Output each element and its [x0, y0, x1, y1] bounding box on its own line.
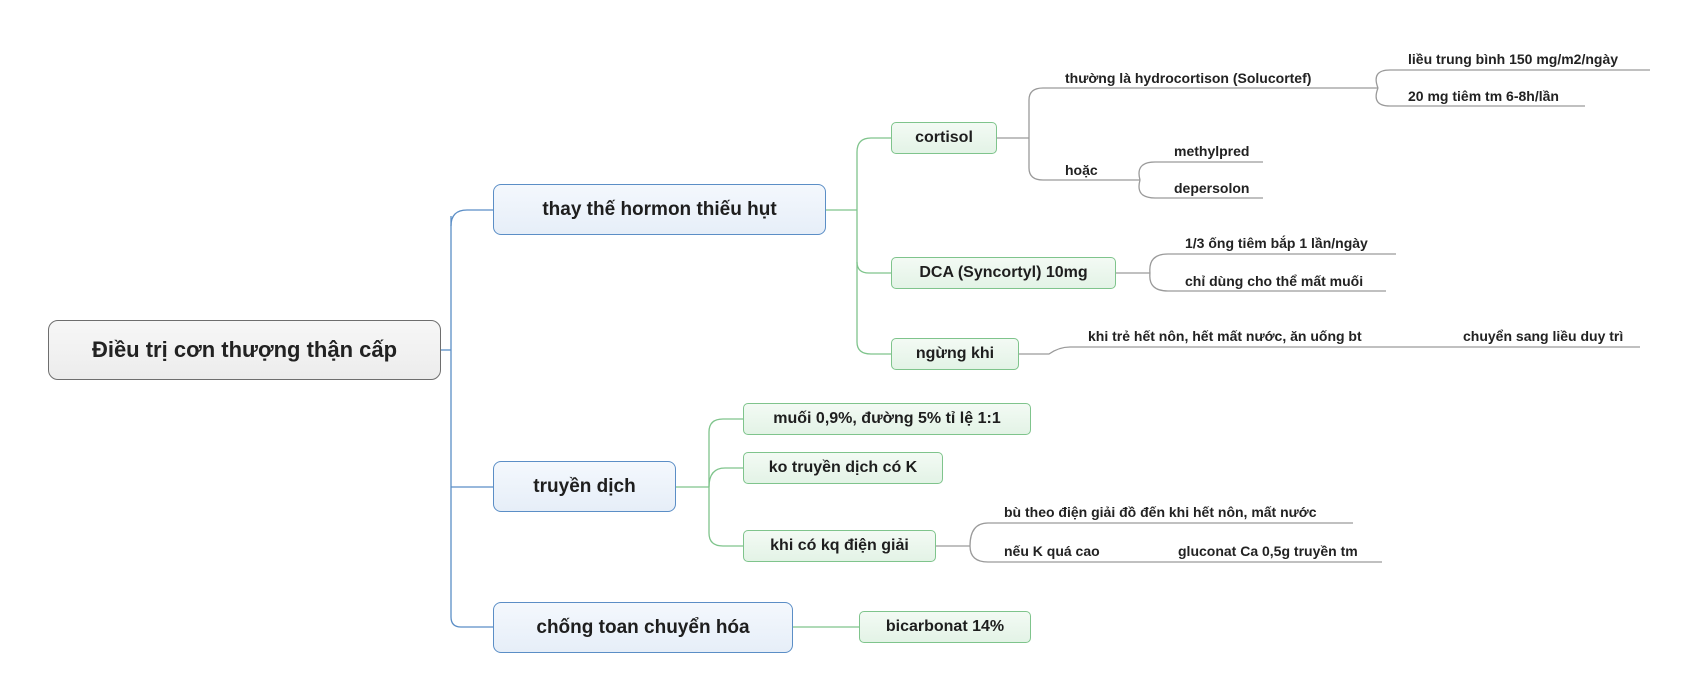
sub-connector-no-k: [708, 467, 743, 488]
leaf-average-dose[interactable]: liều trung bình 150 mg/m2/ngày: [1408, 51, 1619, 67]
leaf-line-stop: [1019, 346, 1640, 355]
subtopic-electrolyte-results[interactable]: khi có kq điện giải: [743, 530, 936, 562]
subtopic-saline-glucose[interactable]: muối 0,9%, đường 5% tỉ lệ 1:1: [743, 403, 1031, 435]
subtopic-cortisol[interactable]: cortisol: [891, 122, 997, 154]
subtopic-bicarbonat[interactable]: bicarbonat 14%: [859, 611, 1031, 643]
leaf-high-potassium[interactable]: nếu K quá cao: [1004, 543, 1100, 559]
leaf-alternative[interactable]: hoặc: [1065, 162, 1098, 178]
leaf-salt-loss[interactable]: chỉ dùng cho thể mất muối: [1185, 273, 1364, 289]
sub-connector-electrolytes: [708, 487, 743, 547]
leaf-stop-condition[interactable]: khi trẻ hết nôn, hết mất nước, ăn uống b…: [1088, 328, 1362, 344]
sub-connector-stop: [856, 152, 891, 355]
sub-connector-saline: [708, 418, 743, 487]
leaf-maintenance-dose[interactable]: chuyển sang liều duy trì: [1463, 328, 1624, 344]
subtopic-stop-when[interactable]: ngừng khi: [891, 338, 1019, 370]
leaf-depersolon[interactable]: depersolon: [1174, 180, 1250, 196]
subtopic-dca[interactable]: DCA (Syncortyl) 10mg: [891, 257, 1116, 289]
leaf-line-alternative: [1028, 138, 1140, 181]
root-topic[interactable]: Điều trị cơn thượng thận cấp: [48, 320, 441, 380]
leaf-line-salt-loss: [1149, 272, 1386, 292]
leaf-gluconat-ca[interactable]: gluconat Ca 0,5g truyền tm: [1178, 543, 1358, 559]
leaf-line-average-dose: [1375, 69, 1650, 89]
leaf-line-hydrocortison: [1028, 87, 1378, 138]
branch-hormone-replacement[interactable]: thay thế hormon thiếu hụt: [493, 184, 826, 235]
leaf-hydrocortison[interactable]: thường là hydrocortison (Solucortef): [1065, 70, 1312, 86]
leaf-methylpred[interactable]: methylpred: [1174, 143, 1250, 159]
main-connector-hormone: [450, 209, 493, 227]
subtopic-no-potassium[interactable]: ko truyền dịch có K: [743, 452, 943, 484]
leaf-line-im: [1149, 253, 1396, 274]
leaf-line-methylpred: [1138, 161, 1263, 181]
main-connector-trunk: [450, 216, 493, 628]
leaf-line-depersolon: [1138, 179, 1263, 199]
sub-connector-dca: [856, 261, 891, 274]
branch-fluids[interactable]: truyền dịch: [493, 461, 676, 512]
leaf-line-ionogram: [969, 522, 1353, 547]
branch-acidosis[interactable]: chống toan chuyển hóa: [493, 602, 793, 653]
leaf-line-high-k: [969, 545, 1147, 563]
leaf-iv-dose[interactable]: 20 mg tiêm tm 6-8h/lần: [1408, 88, 1559, 104]
leaf-im-injection[interactable]: 1/3 ống tiêm bắp 1 lần/ngày: [1185, 235, 1368, 251]
leaf-line-iv-dose: [1375, 87, 1585, 107]
sub-connector-cortisol: [856, 137, 891, 153]
leaf-ionogram[interactable]: bù theo điện giải đồ đến khi hết nôn, mấ…: [1004, 504, 1317, 520]
